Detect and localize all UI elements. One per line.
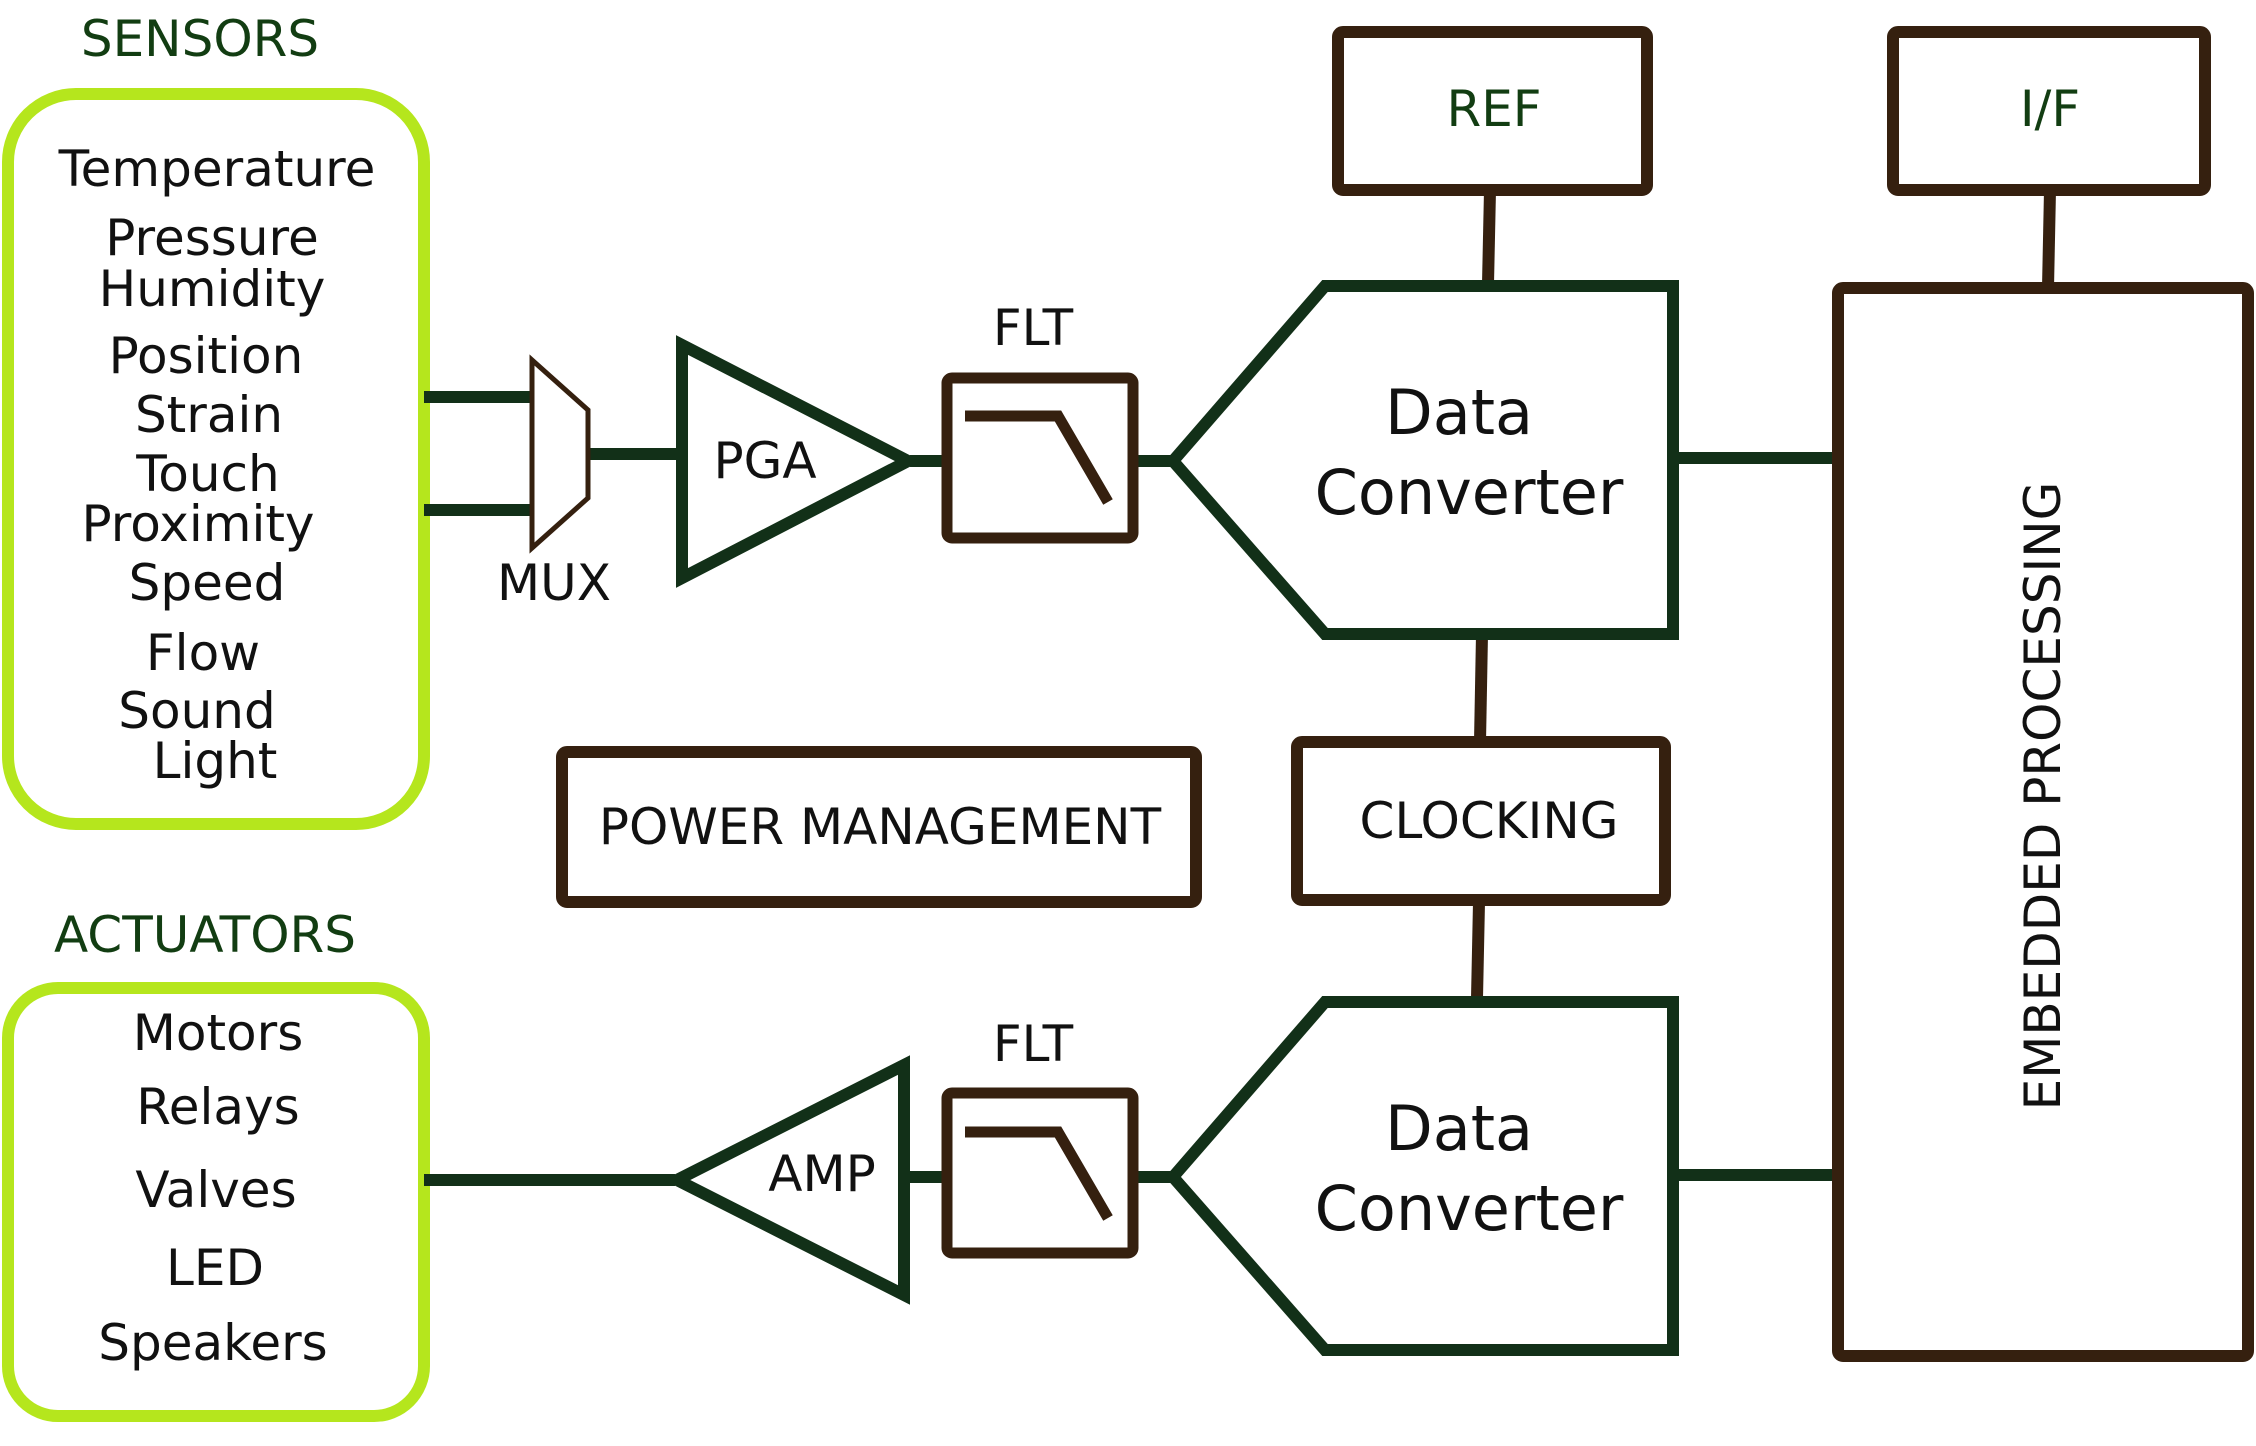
converter-bottom-line2: Converter [1315, 1172, 1624, 1245]
embedded-processing-block [1832, 282, 2254, 1362]
embedded-processing-label: EMBEDDED PROCESSING [2014, 482, 2072, 1111]
data-converter-top [1165, 280, 1679, 640]
actuator-item-motors: Motors [133, 1004, 304, 1062]
amp-label: AMP [768, 1145, 876, 1203]
actuator-item-valves: Valves [135, 1161, 296, 1219]
pga-block [676, 335, 922, 588]
sensors-box [2, 88, 430, 830]
ref-label: REF [1446, 80, 1541, 138]
sensor-item-position: Position [109, 327, 304, 385]
clocking-block [1291, 736, 1671, 906]
sensor-item-touch: Touch [135, 445, 280, 503]
interface-to-processing-line [2042, 189, 2056, 289]
sensor-item-flow: Flow [146, 624, 260, 682]
ref-to-converter-line [1482, 189, 1496, 285]
lowpass-icon [965, 410, 1113, 505]
ref-block [1332, 26, 1653, 196]
converter-bottom-line1: Data [1385, 1092, 1533, 1165]
actuator-list: Motors Relays Valves LED Speakers [98, 1004, 327, 1372]
flt-top-label: FLT [993, 299, 1074, 357]
amp-block [663, 1055, 910, 1305]
sensor-item-light: Light [153, 732, 278, 790]
sensor-item-sound: Sound [118, 682, 275, 740]
pga-label: PGA [713, 432, 816, 490]
mux-label: MUX [497, 554, 611, 612]
flt-bottom-label: FLT [993, 1015, 1074, 1073]
lowpass-icon [965, 1126, 1113, 1221]
actuator-item-relays: Relays [136, 1078, 299, 1136]
sensors-title: SENSORS [81, 10, 319, 68]
control-connectors [1471, 189, 2056, 999]
data-converter-bottom [1165, 996, 1679, 1356]
flt-top-block [941, 372, 1139, 544]
power-management-label: POWER MANAGEMENT [599, 798, 1162, 856]
sensor-item-strain: Strain [135, 386, 283, 444]
clocking-label: CLOCKING [1360, 792, 1619, 850]
sensor-item-speed: Speed [129, 554, 286, 612]
mux-block [529, 354, 591, 554]
sensor-item-pressure: Pressure [105, 209, 319, 267]
flt-bottom-block [941, 1087, 1139, 1259]
actuator-item-led: LED [166, 1239, 264, 1297]
actuator-item-speakers: Speakers [98, 1314, 327, 1372]
converter-to-clocking-line [1474, 633, 1488, 743]
interface-label: I/F [2020, 80, 2080, 138]
sensor-list: Temperature Pressure Humidity Position S… [58, 140, 376, 790]
actuators-box [2, 982, 430, 1422]
power-management-block [556, 746, 1202, 908]
sensor-item-humidity: Humidity [99, 260, 326, 318]
actuators-title: ACTUATORS [54, 906, 356, 964]
converter-top-line1: Data [1385, 376, 1533, 449]
converter-top-line2: Converter [1315, 456, 1624, 529]
sensor-item-temperature: Temperature [58, 140, 376, 198]
sensor-item-proximity: Proximity [81, 495, 314, 553]
clocking-to-converter-line [1471, 901, 1485, 999]
